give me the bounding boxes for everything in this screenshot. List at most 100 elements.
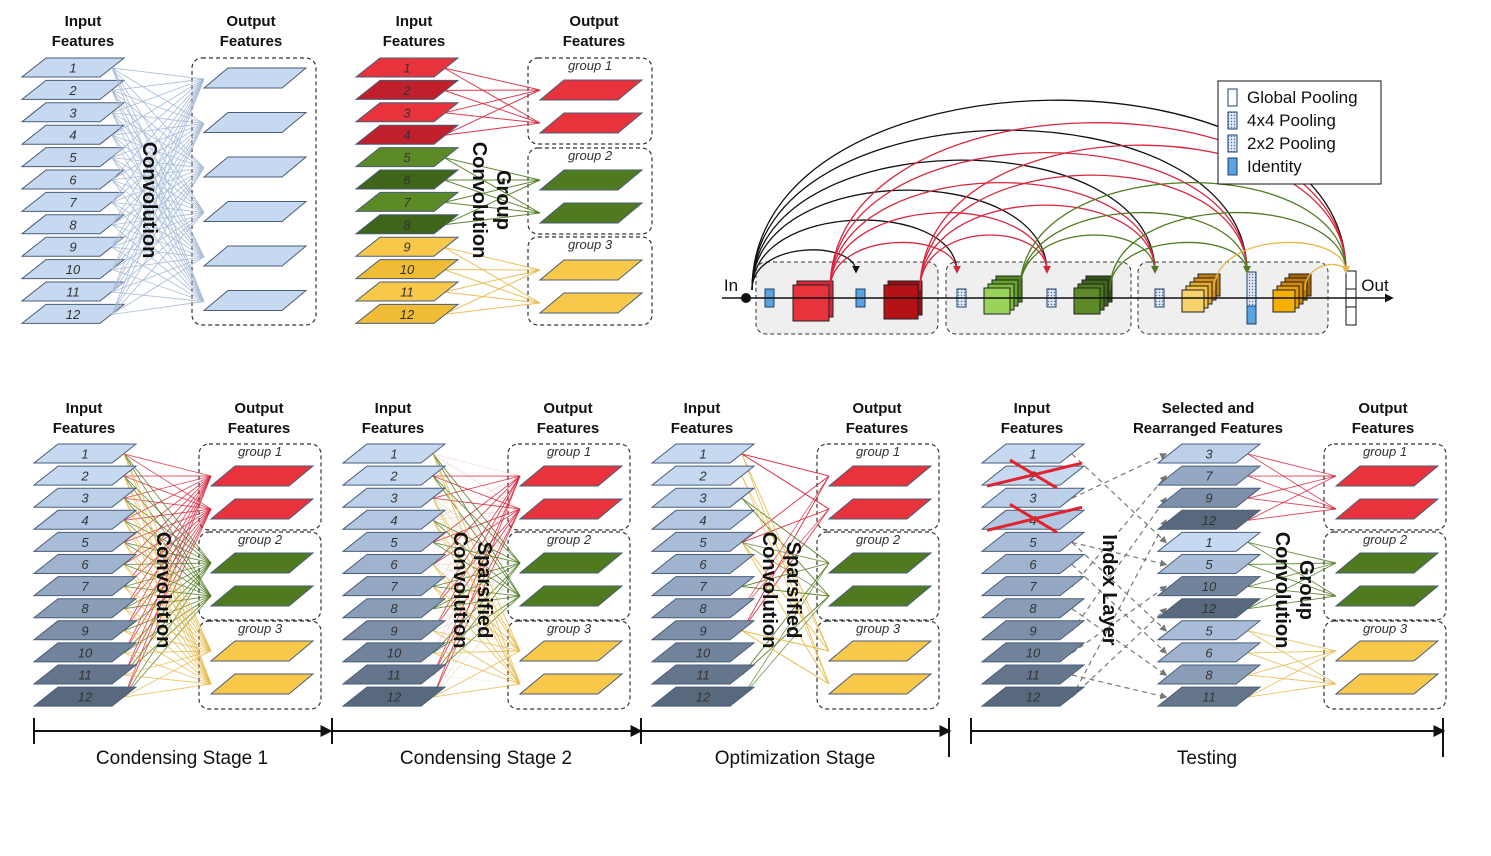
connection-edge bbox=[432, 562, 521, 565]
feature-index: 5 bbox=[390, 535, 398, 550]
connection-edge bbox=[432, 497, 521, 510]
connection-edge bbox=[443, 67, 541, 91]
connection-edge bbox=[432, 453, 521, 597]
input-feature-map bbox=[20, 124, 126, 145]
skip-connection bbox=[751, 219, 961, 291]
skip-connection bbox=[919, 234, 1051, 291]
output-features-label: Output bbox=[226, 13, 275, 30]
connection-edge bbox=[123, 652, 212, 685]
feature-index: 8 bbox=[390, 601, 398, 616]
connection-edge bbox=[432, 519, 521, 564]
connection-edge bbox=[432, 453, 521, 652]
input-feature-map bbox=[341, 554, 447, 574]
feature-index: 6 bbox=[1029, 557, 1037, 572]
connection-edge bbox=[111, 212, 205, 315]
connection-edge bbox=[432, 650, 521, 676]
connection-edge bbox=[111, 212, 205, 293]
rearranged-feature-map bbox=[1156, 509, 1262, 530]
feature-index: 12 bbox=[78, 690, 93, 705]
group-label: group 1 bbox=[1363, 444, 1407, 459]
index-mapping-arrow bbox=[1071, 608, 1168, 676]
connection-edge bbox=[432, 562, 521, 698]
skip-connection bbox=[751, 129, 1251, 291]
connection-edge bbox=[443, 179, 541, 203]
group-convolution-label: Convolution bbox=[468, 142, 490, 259]
input-features-label: Input bbox=[375, 400, 412, 417]
group-label: group 1 bbox=[856, 444, 900, 459]
input-feature-map bbox=[32, 554, 138, 574]
connection-edge bbox=[432, 595, 521, 698]
feature-index: 4 bbox=[81, 513, 88, 528]
rearranged-feature-map bbox=[1156, 465, 1262, 486]
input-feature-map bbox=[650, 686, 756, 707]
feature-index: 8 bbox=[1205, 668, 1213, 683]
feature-index: 9 bbox=[390, 623, 397, 638]
connection-edge bbox=[123, 650, 212, 676]
stage-label: Optimization Stage bbox=[715, 748, 876, 769]
connection-edge bbox=[432, 564, 521, 652]
input-features-label: Features bbox=[52, 33, 115, 50]
input-feature-map bbox=[354, 57, 460, 78]
skip-connection bbox=[1304, 263, 1350, 291]
skip-connection bbox=[829, 181, 1159, 291]
feature-index: 7 bbox=[1029, 579, 1037, 594]
input-feature-map bbox=[354, 214, 460, 235]
output-feature-map bbox=[518, 673, 624, 695]
connection-edge bbox=[443, 112, 541, 124]
feature-index: 2 bbox=[68, 83, 77, 98]
connection-edge bbox=[123, 586, 212, 652]
connection-edge bbox=[741, 497, 830, 597]
feature-index: 9 bbox=[81, 623, 88, 638]
input-feature-map bbox=[32, 487, 138, 508]
connection-edge bbox=[741, 475, 830, 543]
group-box bbox=[1323, 620, 1447, 710]
output-feature-map bbox=[209, 552, 315, 574]
index-mapping-arrow bbox=[1071, 497, 1167, 632]
feature-index: 9 bbox=[69, 240, 76, 255]
connection-edge bbox=[1247, 475, 1337, 521]
connection-edge bbox=[1247, 508, 1337, 521]
connection-edge bbox=[741, 497, 830, 564]
input-features-label: Input bbox=[65, 13, 102, 30]
output-feature-map bbox=[538, 112, 644, 134]
feature-index: 5 bbox=[699, 535, 707, 550]
output-features-label: Features bbox=[537, 420, 600, 437]
feature-index: 12 bbox=[1202, 601, 1217, 616]
input-feature-map bbox=[650, 598, 756, 619]
feature-index: 11 bbox=[78, 668, 92, 683]
connection-edge bbox=[123, 520, 212, 652]
input-feature-map bbox=[20, 191, 126, 212]
feature-index: 11 bbox=[1026, 668, 1040, 683]
connection-edge bbox=[741, 562, 830, 588]
feature-index: 3 bbox=[699, 491, 707, 506]
connection-edge bbox=[432, 475, 521, 499]
group-box bbox=[1323, 531, 1447, 621]
connection-edge bbox=[443, 157, 541, 181]
group-convolution-label: Group bbox=[492, 170, 514, 230]
group-label: group 3 bbox=[238, 621, 283, 636]
feature-index: 12 bbox=[1026, 690, 1041, 705]
group-box bbox=[816, 443, 940, 531]
connection-edge bbox=[1247, 630, 1337, 685]
connection-edge bbox=[123, 564, 212, 652]
input-features-label: Features bbox=[362, 420, 425, 437]
legend-label: Global Pooling bbox=[1247, 88, 1358, 107]
feature-index: 1 bbox=[1205, 535, 1212, 550]
feature-index: 10 bbox=[1202, 579, 1217, 594]
legend-swatch bbox=[1227, 157, 1238, 176]
connection-edge bbox=[111, 291, 205, 302]
feature-index: 5 bbox=[403, 150, 411, 165]
connection-edge bbox=[123, 475, 212, 685]
feature-index: 7 bbox=[69, 195, 77, 210]
output-feature-map bbox=[202, 112, 308, 133]
connection-edge bbox=[1247, 564, 1337, 597]
connection-edge bbox=[432, 453, 521, 510]
connection-edge bbox=[111, 123, 205, 315]
rearranged-feature-map bbox=[1156, 554, 1262, 574]
connection-edge bbox=[432, 475, 521, 652]
input-feature-map bbox=[354, 102, 460, 123]
feature-index: 9 bbox=[1205, 491, 1212, 506]
output-features-label: Output bbox=[569, 13, 618, 30]
connection-edge bbox=[123, 475, 212, 609]
connection-edge bbox=[432, 497, 521, 564]
